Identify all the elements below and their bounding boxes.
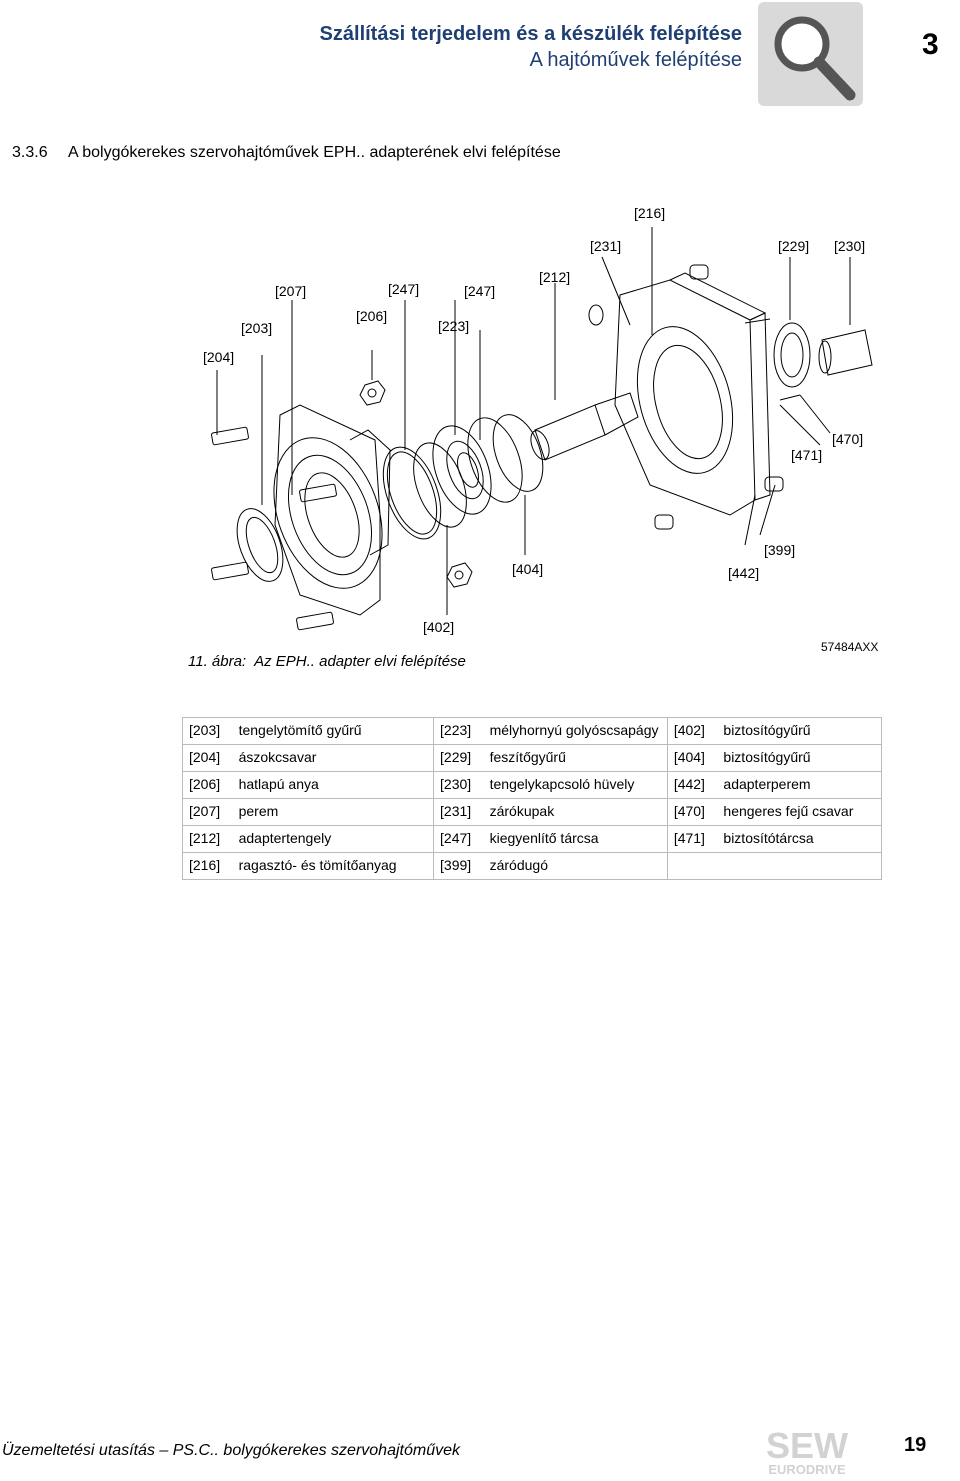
legend-code: [231] xyxy=(433,798,484,826)
callout-247-a: [247] xyxy=(388,281,420,297)
callout-216: [216] xyxy=(634,205,666,221)
header-subtitle: A hajtóművek felépítése xyxy=(529,49,742,71)
callout-247-b: [247] xyxy=(464,283,496,299)
chapter-number: 3 xyxy=(922,28,939,61)
sew-eurodrive-logo: SEW EURODRIVE xyxy=(752,1424,862,1477)
legend-code: [402] xyxy=(666,717,718,745)
legend-description: zárókupak xyxy=(483,798,668,826)
legend-code: [247] xyxy=(433,825,484,853)
figure-id: 57484AXX xyxy=(821,640,879,654)
callout-206: [206] xyxy=(356,308,388,324)
legend-row: [203]tengelytömítő gyűrű[223]mélyhornyú … xyxy=(181,717,883,745)
legend-code: [212] xyxy=(181,825,233,853)
callout-402: [402] xyxy=(423,619,455,635)
footer-text: Üzemeltetési utasítás – PS.C.. bolygóker… xyxy=(2,1442,460,1459)
legend-description: adaptertengely xyxy=(232,825,435,853)
parts-legend-table: [203]tengelytömítő gyűrű[223]mélyhornyú … xyxy=(181,717,883,880)
legend-description: perem xyxy=(232,798,435,826)
parts-legend-body: [203]tengelytömítő gyűrű[223]mélyhornyú … xyxy=(181,717,883,880)
legend-row: [216]ragasztó- és tömítőanyag[399]záródu… xyxy=(181,852,883,880)
callout-207: [207] xyxy=(275,283,307,299)
legend-row: [206]hatlapú anya[230]tengelykapcsoló hü… xyxy=(181,771,883,799)
legend-code: [216] xyxy=(181,852,233,880)
legend-code: [404] xyxy=(666,744,718,772)
legend-description: hengeres fejű csavar xyxy=(717,798,883,826)
legend-code xyxy=(666,852,718,880)
callout-442: [442] xyxy=(728,565,760,581)
section-number: 3.3.6 xyxy=(12,144,48,161)
callout-399: [399] xyxy=(764,542,796,558)
legend-code: [471] xyxy=(666,825,718,853)
legend-description: kiegyenlítő tárcsa xyxy=(483,825,668,853)
legend-row: [212]adaptertengely[247]kiegyenlítő tárc… xyxy=(181,825,883,853)
callout-231: [231] xyxy=(590,238,622,254)
figure-caption-text: Az EPH.. adapter elvi felépítése xyxy=(254,653,466,670)
legend-description: záródugó xyxy=(483,852,668,880)
legend-row: [207]perem[231]zárókupak[470]hengeres fe… xyxy=(181,798,883,826)
legend-code: [207] xyxy=(181,798,233,826)
callout-471: [471] xyxy=(791,447,823,463)
callout-212: [212] xyxy=(539,269,571,285)
legend-description: ászokcsavar xyxy=(232,744,435,772)
legend-description: tengelytömítő gyűrű xyxy=(232,717,435,745)
legend-code: [206] xyxy=(181,771,233,799)
callout-230: [230] xyxy=(834,238,866,254)
callout-470: [470] xyxy=(832,431,864,447)
legend-row: [204]ászokcsavar[229]feszítőgyűrű[404]bi… xyxy=(181,744,883,772)
callout-229: [229] xyxy=(778,238,810,254)
page-number: 19 xyxy=(904,1434,927,1456)
legend-description: ragasztó- és tömítőanyag xyxy=(232,852,435,880)
figure-caption: 11. ábra: Az EPH.. adapter elvi felépítés… xyxy=(188,653,466,670)
legend-code: [223] xyxy=(433,717,484,745)
legend-code: [229] xyxy=(433,744,484,772)
legend-description: biztosítótárcsa xyxy=(717,825,883,853)
legend-description: biztosítógyűrű xyxy=(717,717,883,745)
magnifier-icon xyxy=(758,2,863,106)
legend-description: feszítőgyűrű xyxy=(483,744,668,772)
legend-code: [442] xyxy=(666,771,718,799)
legend-code: [399] xyxy=(433,852,484,880)
legend-description: tengelykapcsoló hüvely xyxy=(483,771,668,799)
section-title: A bolygókerekes szervohajtóművek EPH.. a… xyxy=(68,144,561,161)
legend-code: [230] xyxy=(433,771,484,799)
logo-eurodrive-text: EURODRIVE xyxy=(768,1462,846,1476)
callout-203: [203] xyxy=(241,320,273,336)
callout-204: [204] xyxy=(203,349,235,365)
section-heading: 3.3.6 A bolygókerekes szervohajtóművek EP… xyxy=(12,144,561,162)
callout-223: [223] xyxy=(438,318,470,334)
legend-description: adapterperem xyxy=(717,771,883,799)
header-title: Szállítási terjedelem és a készülék felé… xyxy=(319,23,742,45)
figure-caption-label: 11. ábra: xyxy=(188,653,247,670)
exploded-view-drawing xyxy=(211,227,873,631)
callout-404: [404] xyxy=(512,561,544,577)
legend-description: hatlapú anya xyxy=(232,771,435,799)
legend-code: [203] xyxy=(181,717,233,745)
running-header: Szállítási terjedelem és a készülék felé… xyxy=(320,22,742,73)
legend-description: biztosítógyűrű xyxy=(717,744,883,772)
exploded-view-diagram: [216] [231] [229] [230] [207] [247] [247… xyxy=(150,195,910,660)
legend-description xyxy=(717,852,883,880)
legend-code: [470] xyxy=(666,798,718,826)
legend-description: mélyhornyú golyóscsapágy xyxy=(483,717,668,745)
legend-code: [204] xyxy=(181,744,233,772)
logo-sew-text: SEW xyxy=(766,1425,848,1466)
